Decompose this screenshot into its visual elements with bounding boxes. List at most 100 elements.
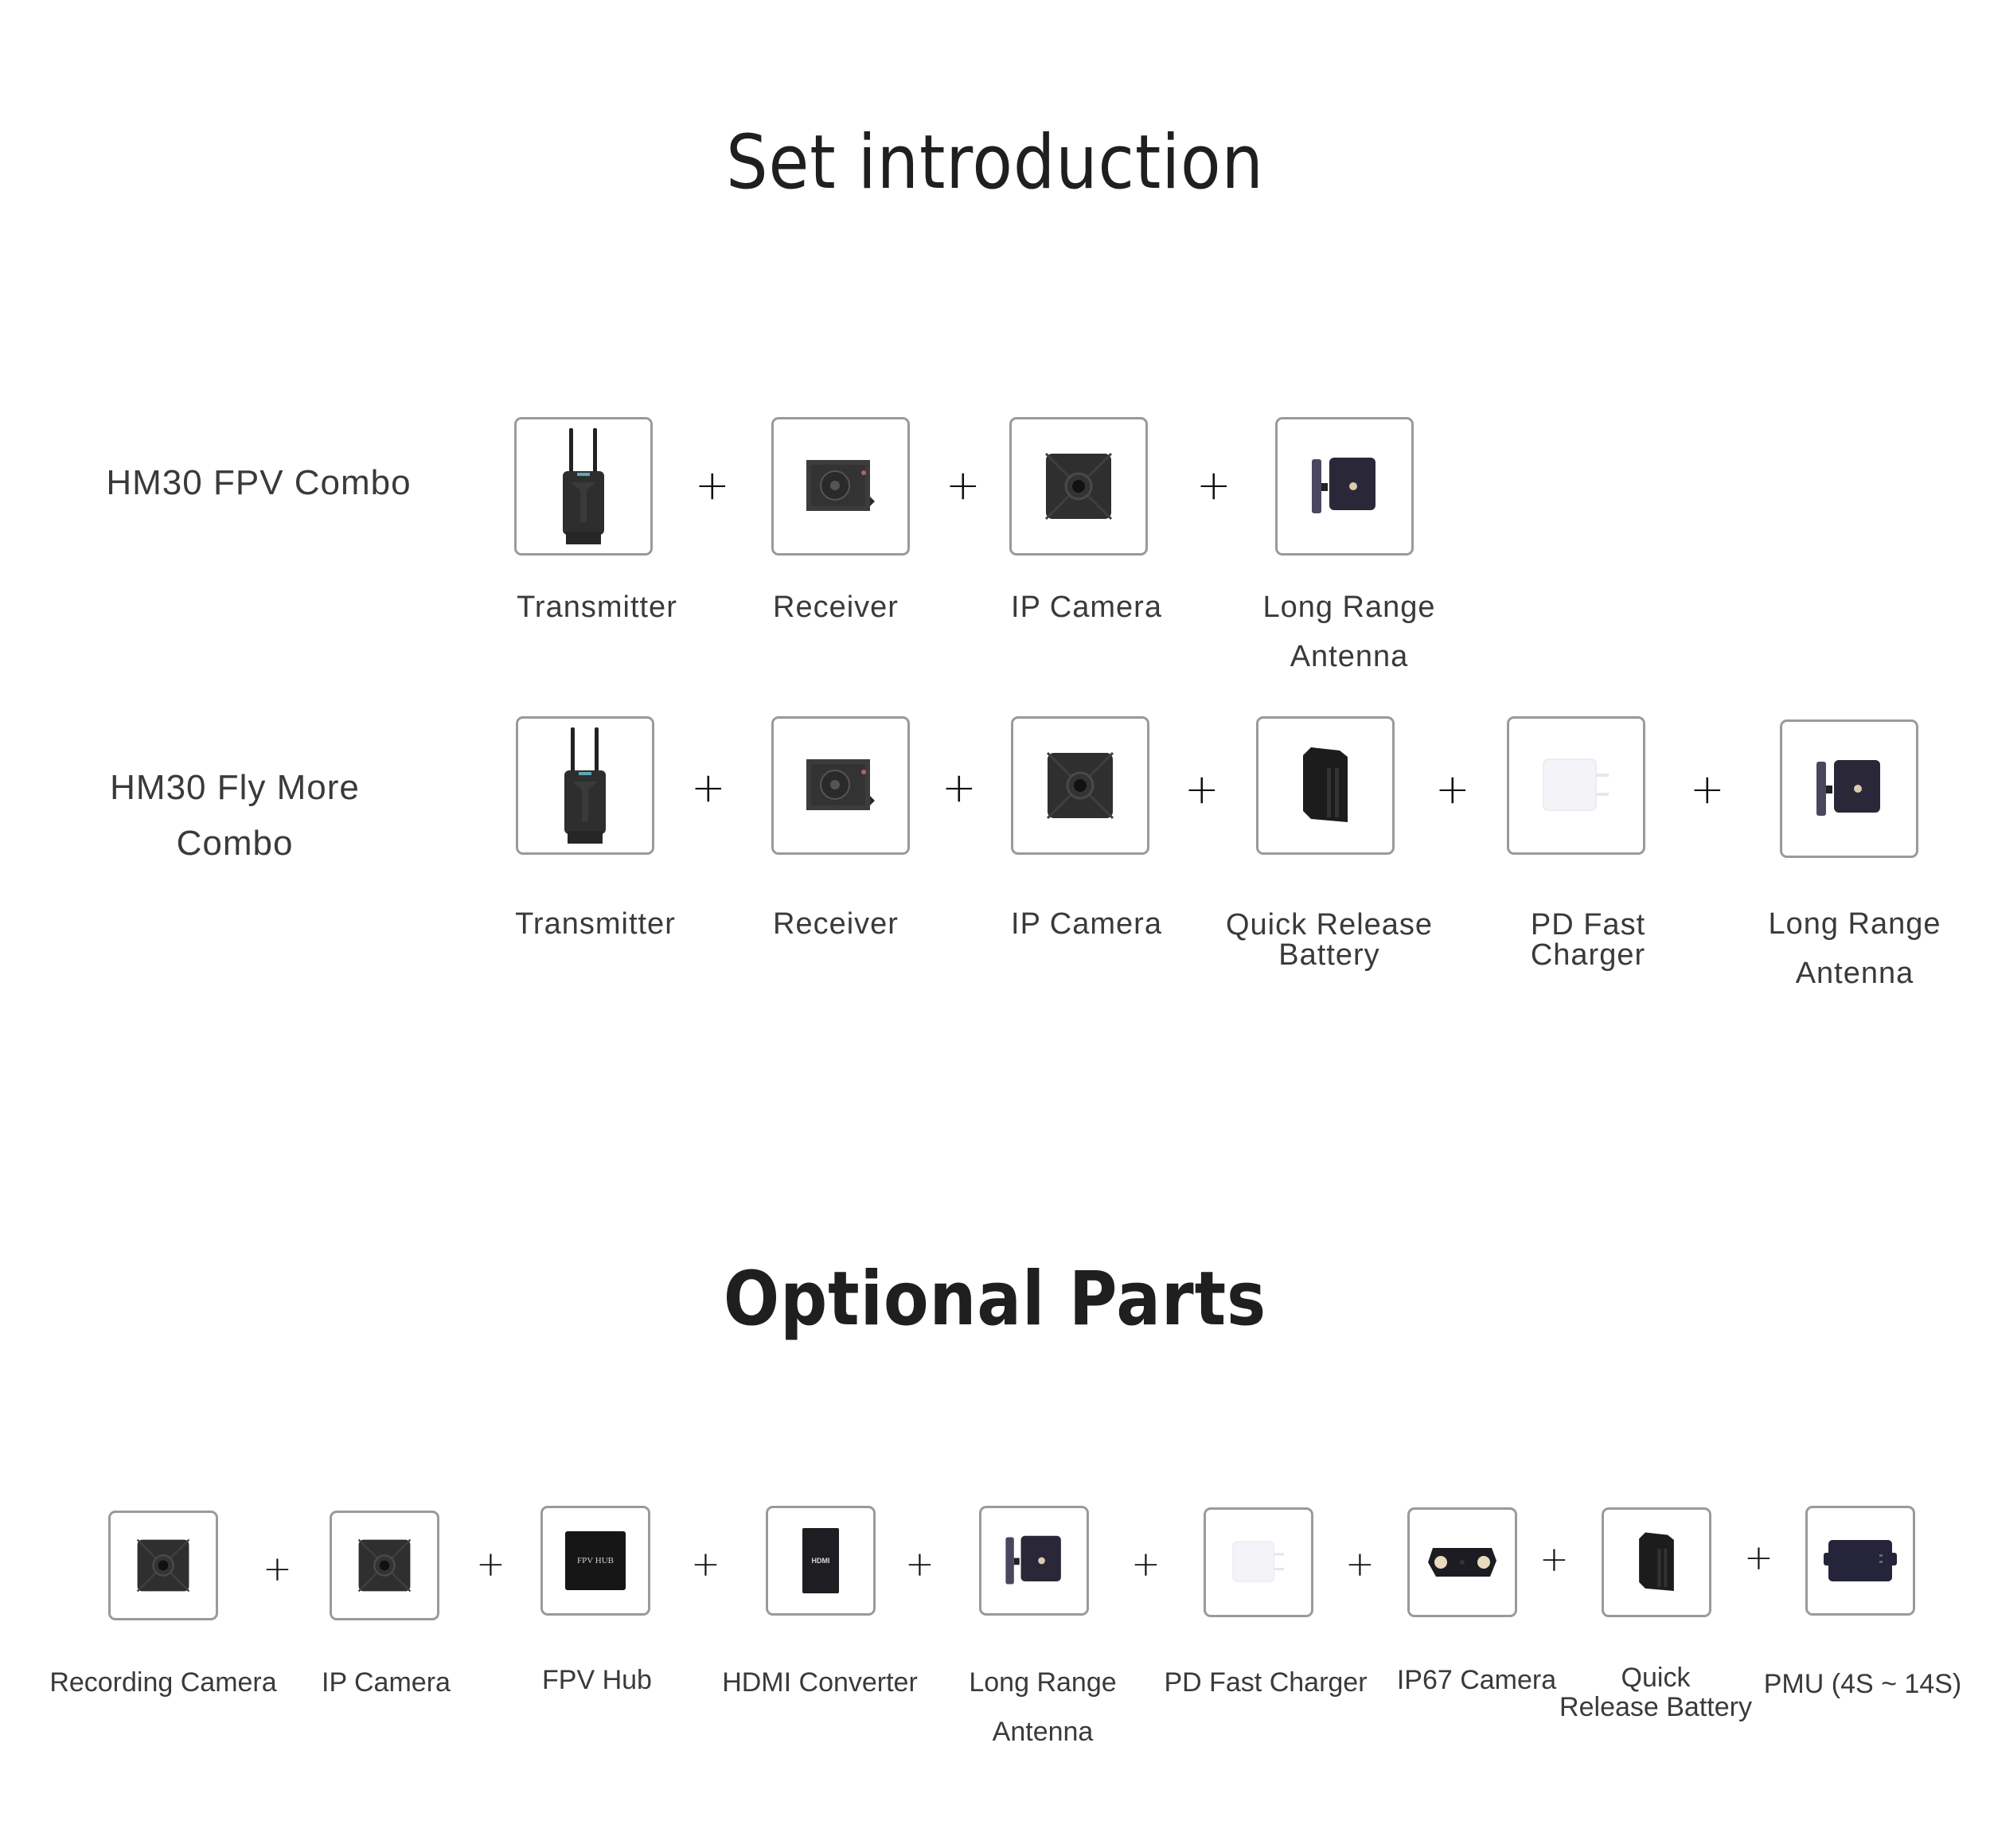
item-label-hdmi-converter: HDMI Converter — [708, 1658, 931, 1707]
label-line: Quick — [1621, 1663, 1691, 1693]
item-label-transmitter: Transmitter — [501, 583, 693, 632]
transmitter-icon — [553, 726, 617, 845]
plus-separator: + — [1184, 766, 1219, 813]
combo-name-line: Combo — [176, 824, 294, 863]
recording-camera-icon — [136, 1538, 190, 1593]
item-label-recording-camera: Recording Camera — [36, 1658, 291, 1707]
product-box-pmu[interactable] — [1805, 1506, 1915, 1616]
combo-name-hm30-fly-more: HM30 Fly More Combo — [80, 760, 390, 871]
product-box-hdmi-converter[interactable]: HDMI — [766, 1506, 876, 1616]
fpv-hub-icon: FPV HUB — [565, 1531, 626, 1590]
label-text: FPV Hub — [542, 1665, 652, 1695]
product-box-quick-release-battery[interactable] — [1256, 716, 1395, 855]
pmu-icon — [1822, 1538, 1898, 1583]
item-label-ip67-camera: IP67 Camera — [1381, 1655, 1572, 1705]
product-box-receiver[interactable] — [771, 716, 910, 855]
long-range-antenna-icon — [1004, 1534, 1064, 1587]
ip-camera-icon — [357, 1538, 412, 1593]
item-label-pd-fast-charger: PD Fast Charger — [1150, 1658, 1381, 1707]
plus-separator: + — [476, 1544, 505, 1585]
label-text: PD Fast Charger — [1164, 1667, 1368, 1698]
label-line: Quick Release — [1225, 908, 1434, 942]
product-box-ip-camera[interactable] — [1011, 716, 1149, 855]
label-line: Antenna — [992, 1717, 1094, 1747]
label-text: Transmitter — [515, 907, 676, 941]
product-box-ip67-camera[interactable] — [1407, 1507, 1517, 1617]
charger-icon — [1540, 758, 1612, 813]
product-box-pd-fast-charger[interactable] — [1204, 1507, 1313, 1617]
product-box-ip-camera[interactable] — [1009, 417, 1148, 556]
plus-separator: + — [263, 1549, 292, 1589]
receiver-icon — [805, 458, 876, 514]
item-label-long-range-antenna: Long Range Antenna — [1242, 583, 1457, 681]
label-text: Transmitter — [517, 591, 677, 624]
product-box-fpv-hub[interactable]: FPV HUB — [540, 1506, 650, 1616]
product-box-quick-release-battery[interactable] — [1602, 1507, 1711, 1617]
plus-separator: + — [691, 764, 726, 812]
plus-separator: + — [691, 1544, 720, 1585]
item-label-long-range-antenna: Long Range Antenna — [939, 1658, 1146, 1756]
ip-camera-icon — [1044, 452, 1113, 520]
label-text: Receiver — [773, 591, 899, 624]
fpv-hub-device-text: FPV HUB — [577, 1556, 614, 1565]
plus-separator: + — [946, 462, 981, 509]
plus-separator: + — [1435, 766, 1470, 813]
hdmi-device-text: HDMI — [811, 1557, 830, 1565]
label-text: Receiver — [773, 907, 899, 941]
item-label-ip-camera: IP Camera — [987, 899, 1186, 949]
item-label-pmu: PMU (4S ~ 14S) — [1751, 1659, 1974, 1709]
product-box-long-range-antenna[interactable] — [1780, 719, 1918, 858]
label-line: Long Range — [1262, 591, 1436, 624]
label-line: Antenna — [1290, 640, 1409, 673]
long-range-antenna-icon — [1310, 456, 1379, 517]
label-line: PD Fast — [1530, 908, 1646, 942]
charger-icon — [1231, 1540, 1286, 1585]
combo-name-line: HM30 Fly More — [110, 768, 360, 807]
label-line: Long Range — [1768, 907, 1941, 941]
label-line: Charger — [1530, 938, 1646, 972]
item-label-transmitter: Transmitter — [500, 899, 691, 949]
optional-parts-title: Optional Parts — [723, 1256, 1267, 1343]
item-label-ip-camera: IP Camera — [302, 1658, 470, 1707]
item-label-quick-release-battery: Quick Release Battery — [1210, 910, 1449, 970]
plus-separator: + — [695, 462, 730, 509]
label-text: IP67 Camera — [1396, 1665, 1557, 1695]
plus-separator: + — [905, 1544, 935, 1585]
product-box-recording-camera[interactable] — [108, 1511, 218, 1620]
label-text: IP Camera — [1011, 907, 1162, 941]
item-label-receiver: Receiver — [748, 583, 923, 632]
plus-separator: + — [1690, 766, 1725, 813]
label-text: PMU (4S ~ 14S) — [1763, 1669, 1962, 1699]
product-box-transmitter[interactable] — [516, 716, 654, 855]
product-box-long-range-antenna[interactable] — [979, 1506, 1089, 1616]
product-box-ip-camera[interactable] — [330, 1511, 439, 1620]
label-line: Battery — [1278, 938, 1380, 972]
plus-separator: + — [942, 764, 977, 812]
item-label-fpv-hub: FPV Hub — [517, 1655, 677, 1705]
item-label-long-range-antenna: Long Range Antenna — [1747, 899, 1962, 998]
plus-separator: + — [1131, 1544, 1161, 1585]
plus-separator: + — [1539, 1539, 1569, 1580]
product-box-pd-fast-charger[interactable] — [1507, 716, 1645, 855]
combo-name-text: HM30 FPV Combo — [106, 463, 412, 502]
label-text: HDMI Converter — [722, 1667, 918, 1698]
label-line: Release Battery — [1559, 1692, 1752, 1722]
ip67-camera-icon — [1426, 1546, 1498, 1578]
long-range-antenna-icon — [1815, 758, 1883, 819]
item-label-ip-camera: IP Camera — [987, 583, 1186, 632]
label-line: Antenna — [1795, 957, 1914, 990]
item-label-receiver: Receiver — [748, 899, 923, 949]
plus-separator: + — [1196, 462, 1231, 509]
plus-separator: + — [1744, 1538, 1773, 1578]
combo-name-hm30-fpv: HM30 FPV Combo — [88, 455, 430, 511]
label-text: IP Camera — [1011, 591, 1162, 624]
label-text: IP Camera — [322, 1667, 451, 1698]
label-line: Long Range — [969, 1667, 1117, 1698]
product-box-transmitter[interactable] — [514, 417, 653, 556]
item-label-pd-fast-charger: PD Fast Charger — [1481, 910, 1695, 970]
transmitter-icon — [552, 427, 615, 546]
ip-camera-icon — [1046, 751, 1114, 820]
product-box-receiver[interactable] — [771, 417, 910, 556]
receiver-icon — [805, 758, 876, 813]
product-box-long-range-antenna[interactable] — [1275, 417, 1414, 556]
